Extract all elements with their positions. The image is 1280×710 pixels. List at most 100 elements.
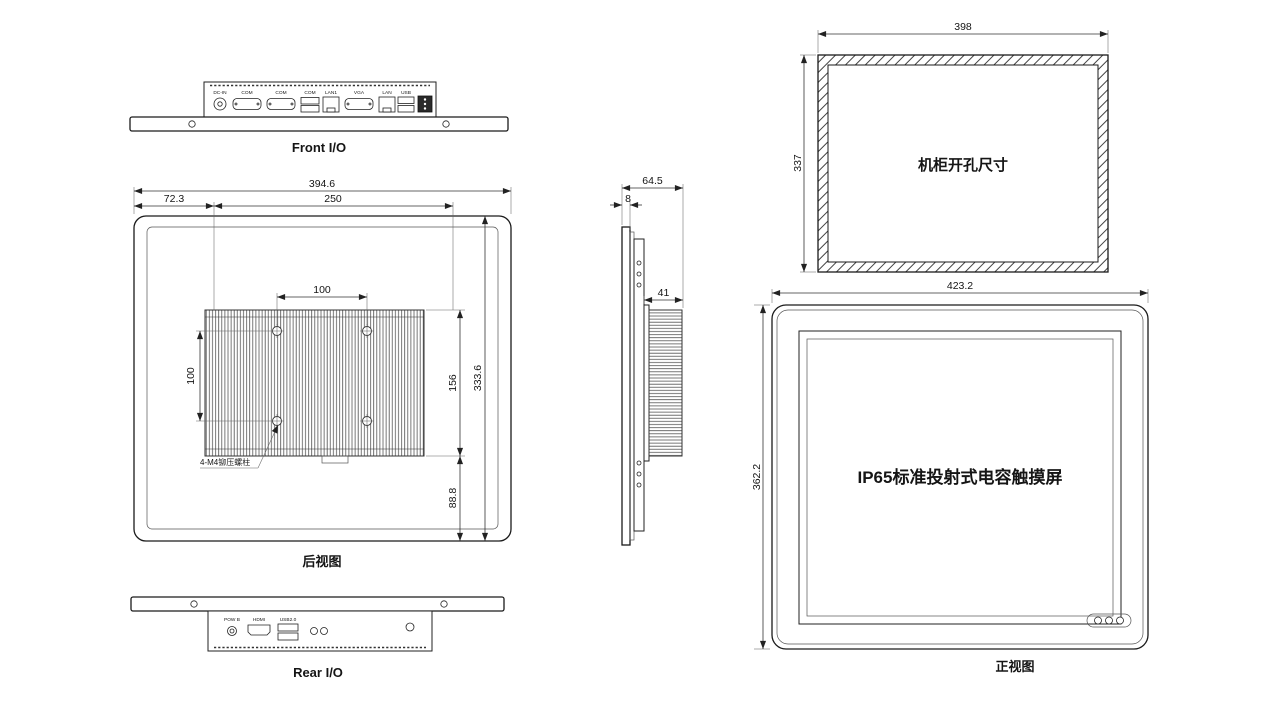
port-label: POW B: [224, 617, 240, 623]
rear-caption: 后视图: [302, 554, 341, 569]
rear-fin-height-dim: 156: [447, 374, 459, 392]
flange-outline: [130, 596, 505, 612]
rear-io-caption: Rear I/O: [293, 665, 343, 680]
audio-jack: [310, 627, 318, 635]
front-button: [1116, 616, 1124, 625]
port-label: DC-IN: [213, 90, 227, 96]
io-body-outline: [207, 610, 433, 652]
front-io-flange: [129, 116, 509, 132]
usb-port: [397, 105, 415, 113]
front-io-ports: DC-IN COM COM COM LAN1 VGA LAN U: [213, 90, 433, 113]
front-bezel-line: [776, 309, 1144, 645]
front-height-dim: 362.2: [751, 464, 763, 490]
com-header: [300, 97, 320, 105]
side-dimensions: 64.5 8 41: [610, 175, 684, 308]
side-studs: [636, 260, 642, 488]
rear-io-view: POW B HDMI USB2.0 Rear I/O: [130, 596, 505, 680]
rear-bottom-offset-dim: 88.8: [447, 488, 459, 509]
dc-in-pin: [217, 101, 223, 107]
cutout-view: 机柜开孔尺寸 398 337: [792, 21, 1109, 273]
mount-hole: [360, 324, 374, 338]
vga-port: [344, 98, 374, 110]
com-screw: [256, 102, 260, 106]
audio-jack: [320, 627, 328, 635]
front-panel: IP65标准投射式电容触摸屏: [771, 304, 1149, 650]
heatsink-fins: [204, 309, 425, 457]
cutout-dimensions: 398 337: [792, 21, 1109, 273]
flange-screw: [188, 120, 196, 128]
side-depth-dim: 64.5: [642, 175, 663, 187]
port-label: VGA: [354, 90, 365, 96]
vga-screw: [368, 102, 372, 106]
heatsink: [204, 309, 425, 464]
rear-io-ports: POW B HDMI USB2.0: [224, 617, 415, 641]
cutout-outer-outline: [817, 54, 1109, 273]
cutout-label: 机柜开孔尺寸: [918, 156, 1008, 174]
heatsink-fins-side: [648, 309, 683, 457]
stud-note: 4-M4铆压螺柱: [200, 457, 250, 467]
flange-screw: [190, 600, 198, 608]
screen-bezel: [798, 330, 1122, 625]
rear-inner-outline: [146, 226, 499, 530]
rear-dimensions: 394.6 72.3 250 100 100 156 333.: [133, 178, 512, 541]
display-area: [806, 338, 1114, 617]
front-width-dim: 423.2: [947, 280, 973, 292]
side-profile: [621, 226, 683, 546]
rear-hole-pitch-y-dim: 100: [185, 367, 197, 385]
rear-io-flange: [130, 596, 505, 612]
rear-view: 394.6 72.3 250 100 100 156 333.: [133, 178, 512, 569]
rear-io-body: [207, 610, 433, 652]
front-button: [1105, 616, 1113, 625]
com-port: [266, 98, 296, 110]
screen-label: IP65标准投射式电容触摸屏: [858, 467, 1063, 487]
vga-screw: [346, 102, 350, 106]
terminal-pin: [423, 102, 427, 106]
front-button: [1094, 616, 1102, 625]
button-cluster-outline: [1086, 613, 1132, 628]
cutout-height-dim: 337: [792, 154, 804, 172]
port-label: COM: [241, 90, 252, 96]
rear-hole-pitch-x-dim: 100: [313, 284, 331, 296]
front-io-caption: Front I/O: [292, 140, 346, 155]
front-io-view: DC-IN COM COM COM LAN1 VGA LAN U: [129, 81, 509, 155]
terminal-pin: [423, 107, 427, 110]
antenna-hole: [405, 622, 415, 632]
flange-screw: [440, 600, 448, 608]
front-caption: 正视图: [995, 659, 1034, 674]
com-screw: [268, 102, 272, 106]
mounting-holes: [270, 324, 374, 428]
terminal-pin: [423, 98, 427, 101]
flange-outline: [129, 116, 509, 132]
cutout-inner-outline: [827, 64, 1099, 263]
side-view: 64.5 8 41: [610, 175, 684, 546]
front-bezel-profile: [621, 226, 631, 546]
heatsink-base: [643, 304, 650, 462]
com-port: [232, 98, 262, 110]
hdmi-port: [247, 624, 271, 636]
lan-tab: [382, 107, 392, 113]
port-label: USB: [401, 90, 411, 96]
rear-left-offset-dim: 72.3: [164, 193, 185, 205]
flange-screw: [442, 120, 450, 128]
port-label: HDMI: [253, 617, 265, 623]
power-button-center: [229, 628, 235, 634]
front-view: IP65标准投射式电容触摸屏 423.2 362.2 正视图: [751, 280, 1149, 674]
side-body-dim: 41: [658, 287, 670, 299]
cutout-panel: [817, 54, 1109, 273]
front-button-cluster: [1086, 613, 1132, 628]
rear-overall-height-dim: 333.6: [472, 365, 484, 391]
cutout-width-dim: 398: [954, 21, 972, 33]
port-label: COM: [304, 90, 315, 96]
port-label: COM: [275, 90, 286, 96]
lan-tab: [326, 107, 336, 113]
port-label: LAN1: [325, 90, 337, 96]
port-label: USB2.0: [280, 617, 297, 623]
com-screw: [290, 102, 294, 106]
usb-port: [277, 623, 299, 632]
mount-hole: [270, 324, 284, 338]
front-dimensions: 423.2 362.2: [751, 280, 1149, 650]
com-screw: [234, 102, 238, 106]
rear-overall-width-dim: 394.6: [309, 178, 335, 190]
com-header: [300, 105, 320, 113]
